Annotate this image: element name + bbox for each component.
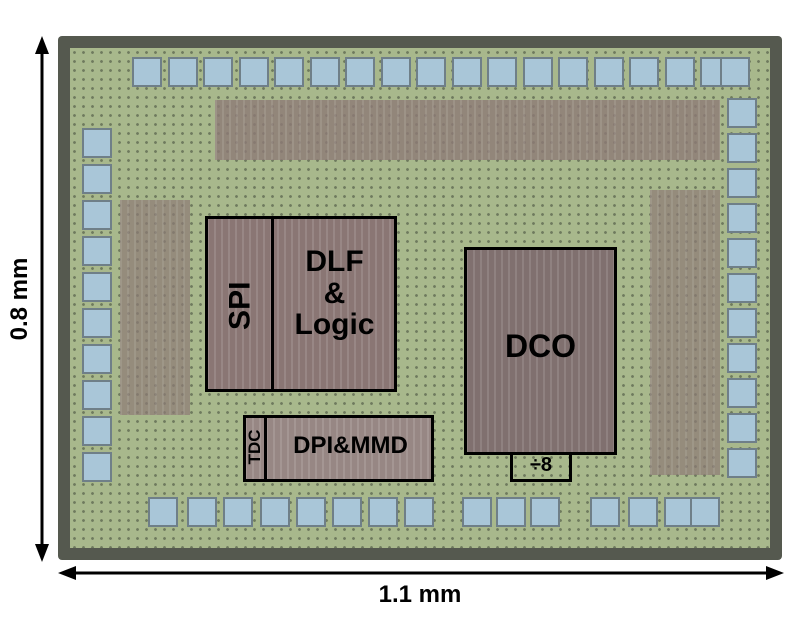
height-arrow <box>35 36 49 562</box>
bond-pad <box>496 497 526 527</box>
bond-pad <box>522 57 553 87</box>
bond-pad <box>727 238 757 268</box>
bond-pad <box>664 57 695 87</box>
bond-pad <box>404 497 434 527</box>
dlf-label-line2: & <box>323 276 346 310</box>
bond-pad <box>451 57 482 87</box>
bond-pad <box>82 308 112 338</box>
bond-pad <box>558 57 588 87</box>
bond-pad <box>593 57 624 87</box>
bond-pad <box>82 416 112 446</box>
bond-pad <box>727 203 757 233</box>
bond-pad <box>82 128 112 158</box>
bond-pad <box>82 200 112 230</box>
bond-pad <box>727 273 757 303</box>
bond-pad <box>462 497 492 527</box>
bond-pad <box>82 452 112 482</box>
tdc-divider <box>264 415 267 482</box>
bond-pad <box>380 57 411 87</box>
spi-divider <box>271 216 274 392</box>
bond-pad <box>727 98 757 128</box>
bond-pad <box>274 57 304 87</box>
bond-pad <box>664 497 694 527</box>
bond-pad <box>727 168 757 198</box>
dlf-label-line1: DLF <box>305 245 364 278</box>
bond-pad <box>727 448 757 478</box>
bond-pad <box>296 497 326 527</box>
bond-pad <box>132 57 162 87</box>
dlf-logic-label: DLF & Logic <box>274 246 395 341</box>
dco-block <box>466 249 615 453</box>
bond-pad <box>727 413 757 443</box>
dco-label: DCO <box>504 328 577 364</box>
bond-pad <box>82 380 112 410</box>
bond-pad <box>82 344 112 374</box>
digital-block <box>207 218 395 390</box>
bond-pad <box>238 57 269 87</box>
dpi-mmd-label: DPI&MMD <box>293 432 408 459</box>
height-dimension-label: 0.8 mm <box>6 257 33 341</box>
bond-pad <box>260 497 290 527</box>
bond-pad <box>203 57 233 87</box>
bond-pad <box>416 57 446 87</box>
bond-pad <box>309 57 340 87</box>
dpi-block <box>245 417 432 480</box>
bond-pad <box>368 497 398 527</box>
bond-pad <box>590 497 620 527</box>
bond-pad <box>332 497 362 527</box>
bond-pad <box>148 497 178 527</box>
divide-by-8-label: ÷8 <box>529 454 553 476</box>
tdc-dpi-frame <box>243 415 434 482</box>
bond-pad <box>629 57 659 87</box>
bond-pad <box>82 272 112 302</box>
bond-pad <box>187 497 217 527</box>
bond-pad <box>727 133 757 163</box>
bond-pad <box>727 308 757 338</box>
bond-pad <box>720 57 750 87</box>
bond-pad <box>727 343 757 373</box>
bond-pad <box>690 497 720 527</box>
width-dimension-label: 1.1 mm <box>378 581 462 608</box>
bond-pad <box>223 497 253 527</box>
bond-pad <box>82 164 112 194</box>
width-arrow <box>58 566 784 580</box>
bond-pad <box>727 378 757 408</box>
top-circuit-block <box>215 100 720 160</box>
divider-frame <box>510 452 572 482</box>
bond-pad <box>487 57 517 87</box>
bond-pad <box>530 497 560 527</box>
dlf-label-line3: Logic <box>294 308 375 341</box>
left-circuit-block <box>120 200 190 415</box>
bond-pad <box>628 497 658 527</box>
bond-pad <box>82 236 112 266</box>
right-circuit-block <box>650 190 720 475</box>
bond-pad <box>167 57 198 87</box>
spi-dlf-frame <box>205 216 397 392</box>
bond-pad <box>345 57 375 87</box>
